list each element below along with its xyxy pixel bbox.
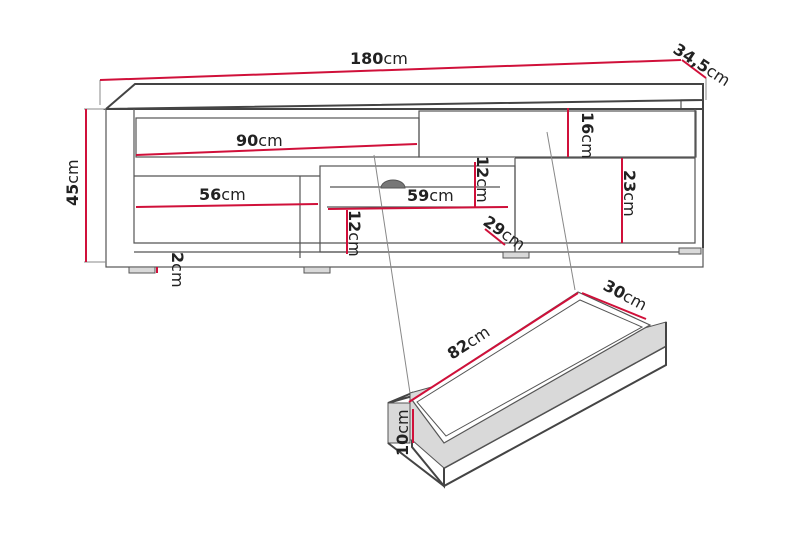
dim-total-width: [99, 59, 682, 81]
foot-1: [128, 266, 156, 274]
label-depth: 34,5cm: [670, 39, 734, 90]
dim-left-shelf: [135, 203, 319, 208]
foot-2: [303, 266, 331, 274]
dimension-labels: 180cm 34,5cm 45cm 90cm 16cm 56cm 59cm 12…: [63, 39, 734, 456]
extension-lines: [84, 59, 707, 394]
dim-middle-shelf: [327, 206, 509, 210]
label-middle-shelf: 59cm: [407, 186, 454, 205]
label-middle-bottom-height: 12cm: [345, 210, 364, 257]
label-feet-height: 2cm: [168, 252, 187, 288]
right-flap: [418, 110, 697, 158]
dim-drawer-length: [408, 292, 579, 403]
dim-drawer-depth: [581, 292, 647, 320]
label-flap-height: 16cm: [578, 112, 597, 159]
label-total-height: 45cm: [63, 159, 82, 206]
dim-middle-depth: [484, 228, 506, 246]
label-total-width: 180cm: [350, 49, 408, 68]
drawer-leader-left: [373, 154, 411, 394]
foot-4: [678, 247, 702, 255]
drawer-side-face: [387, 402, 411, 444]
label-left-shelf: 56cm: [199, 185, 246, 204]
label-middle-depth: 29cm: [480, 212, 529, 254]
drawer-bottom-edge: [387, 322, 667, 488]
drawer: [387, 291, 667, 489]
label-right-height: 23cm: [620, 170, 639, 217]
drawer-rim: [416, 299, 644, 437]
drawer-handle-icon: [380, 179, 406, 189]
cabinet-top-edge: [103, 83, 704, 111]
dim-depth: [681, 59, 707, 79]
dim-flap-width: [135, 143, 418, 156]
foot-3: [502, 251, 530, 259]
label-flap-width: 90cm: [236, 131, 283, 150]
drawer-leader-right: [546, 131, 576, 291]
dimension-lines: [85, 59, 707, 273]
cabinet: [103, 83, 704, 274]
label-drawer-height: 10cm: [393, 409, 412, 456]
label-middle-top-height: 12cm: [473, 156, 492, 203]
